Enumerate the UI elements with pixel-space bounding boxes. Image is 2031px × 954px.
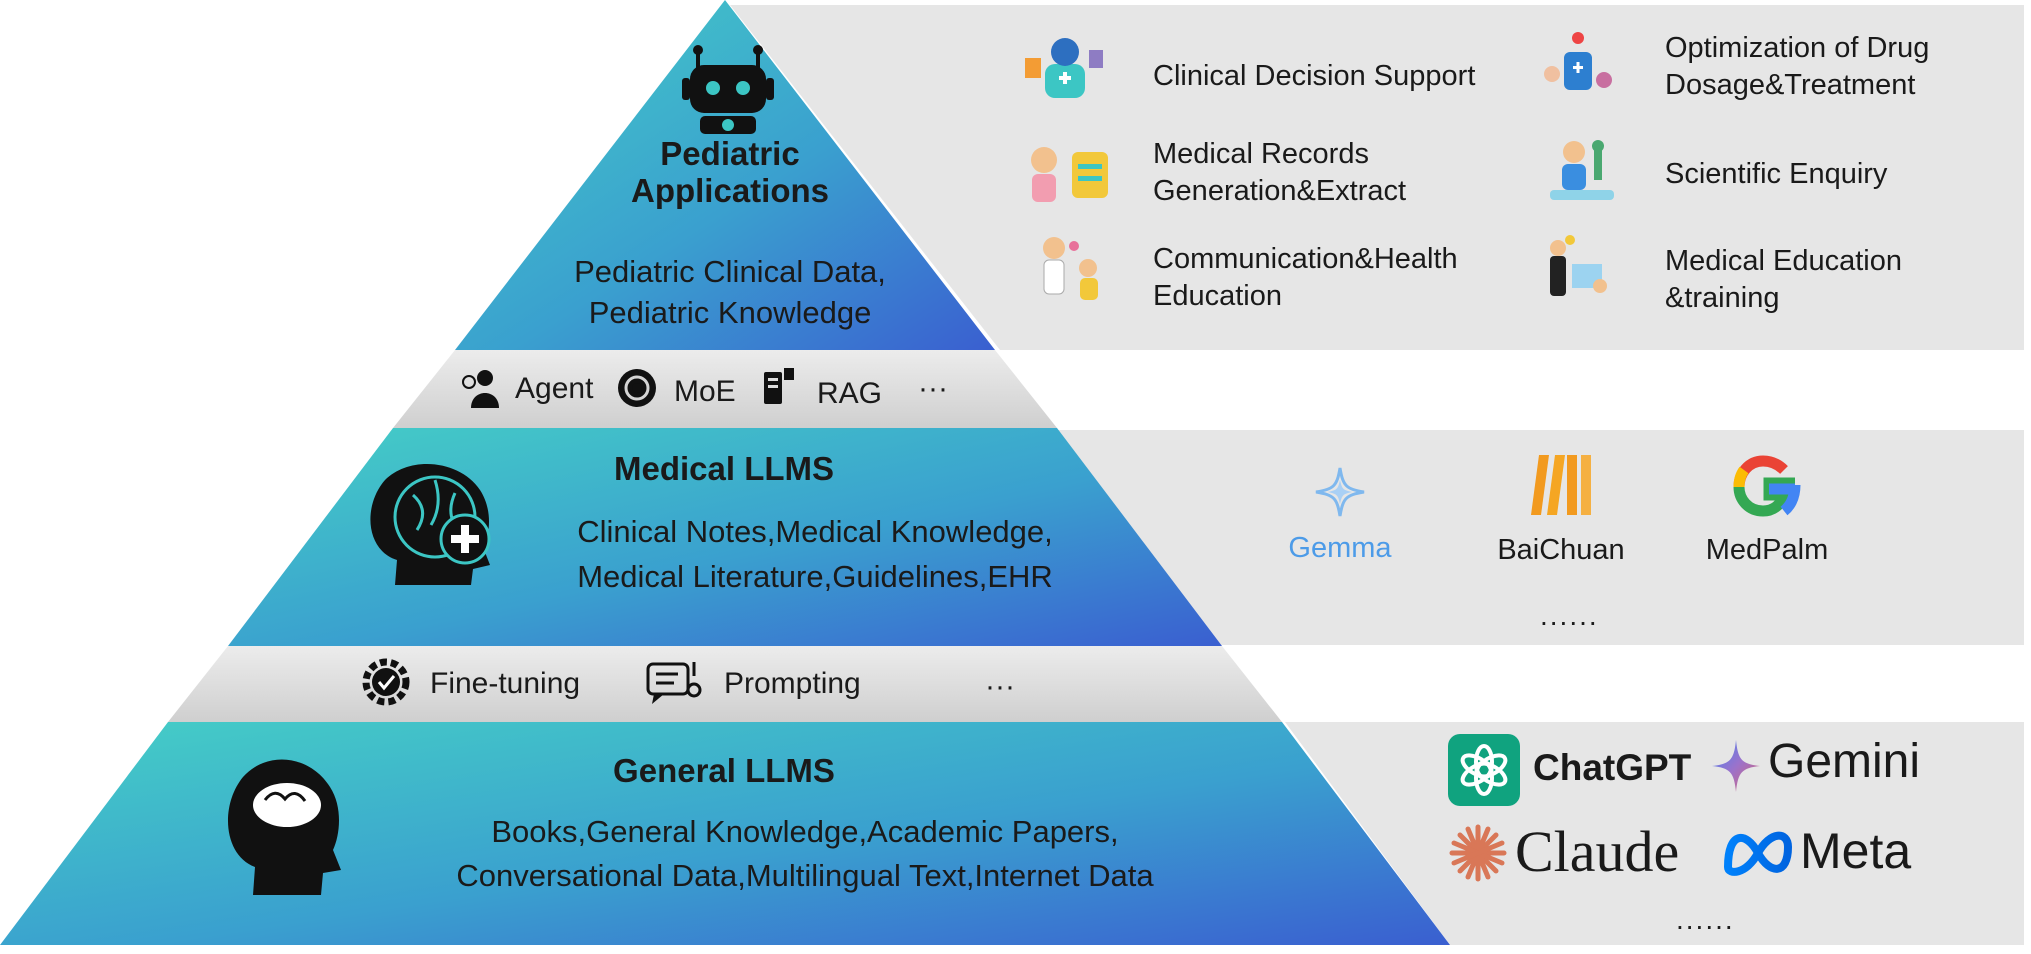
prompt-icon — [646, 662, 702, 704]
app-scientific-enquiry: Scientific Enquiry — [1665, 158, 1888, 190]
band-lower-more: ··· — [985, 670, 1015, 703]
band-lower-finetuning-label: Fine-tuning — [430, 667, 581, 700]
baichuan-label: BaiChuan — [1497, 534, 1625, 566]
communication-icon — [1043, 237, 1098, 300]
technique-band-lower — [168, 646, 1282, 722]
band-upper-more: ··· — [918, 372, 948, 405]
pyramid-top-tier — [455, 0, 995, 350]
baichuan-icon — [1531, 455, 1591, 515]
band-lower-prompting-label: Prompting — [724, 667, 861, 700]
gemini-label: Gemini — [1768, 735, 1921, 788]
top-tier-title-line2: Applications — [630, 172, 830, 209]
bottom-tier-data-line2: Conversational Data,Multilingual Text,In… — [456, 858, 1154, 893]
middle-tier-data-line1: Clinical Notes,Medical Knowledge, — [577, 514, 1053, 549]
technique-band-upper — [393, 350, 1057, 428]
education-icon — [1550, 235, 1607, 296]
gemini-icon — [1712, 740, 1760, 792]
meta-label: Meta — [1800, 823, 1912, 879]
meta-icon — [1724, 831, 1792, 876]
medical-head-icon — [370, 463, 491, 585]
top-tier-title-line1: Pediatric — [660, 135, 800, 172]
top-tier-data-line2: Pediatric Knowledge — [588, 295, 872, 330]
pyramid-middle-tier — [228, 428, 1222, 646]
agent-icon — [462, 370, 499, 408]
medical-models-more: ...... — [1540, 600, 1599, 631]
google-g-icon — [1733, 455, 1801, 517]
band-upper-moe-label: MoE — [674, 375, 736, 408]
app-medical-education-training: Medical Education &training — [1665, 245, 1902, 314]
medpalm-label: MedPalm — [1705, 534, 1829, 566]
gear-icon — [362, 658, 410, 706]
middle-tier-data-line2: Medical Literature,Guidelines,EHR — [577, 559, 1053, 594]
general-head-icon — [227, 759, 341, 895]
records-icon — [1031, 147, 1108, 202]
band-upper-agent-label: Agent — [515, 372, 594, 405]
pyramid-bottom-tier — [0, 722, 1450, 945]
claude-icon — [1449, 824, 1507, 882]
robot-doctor-icon — [1025, 38, 1103, 98]
medicine-icon — [1544, 32, 1612, 90]
app-drug-dosage-optimization: Optimization of Drug Dosage&Treatment — [1665, 32, 1930, 101]
general-models-more: ...... — [1676, 904, 1735, 935]
robot-icon — [682, 45, 774, 134]
moe-icon — [618, 369, 656, 407]
app-communication-health-education: Communication&Health Education — [1153, 243, 1458, 312]
microscope-icon — [1550, 140, 1614, 200]
chatgpt-label: ChatGPT — [1533, 747, 1692, 788]
top-tier-data-line1: Pediatric Clinical Data, — [574, 254, 886, 289]
app-medical-records: Medical Records Generation&Extract — [1153, 138, 1407, 207]
openai-icon — [1448, 734, 1520, 806]
gemma-label: Gemma — [1288, 532, 1392, 564]
rag-icon — [764, 368, 794, 404]
app-clinical-decision-support: Clinical Decision Support — [1153, 60, 1476, 92]
band-upper-rag-label: RAG — [817, 377, 883, 410]
claude-label: Claude — [1515, 819, 1680, 884]
middle-tier-title: Medical LLMS — [613, 450, 835, 487]
gemma-icon — [1315, 467, 1365, 517]
bottom-tier-data-line1: Books,General Knowledge,Academic Papers, — [491, 814, 1119, 849]
bottom-tier-title: General LLMS — [613, 752, 835, 789]
